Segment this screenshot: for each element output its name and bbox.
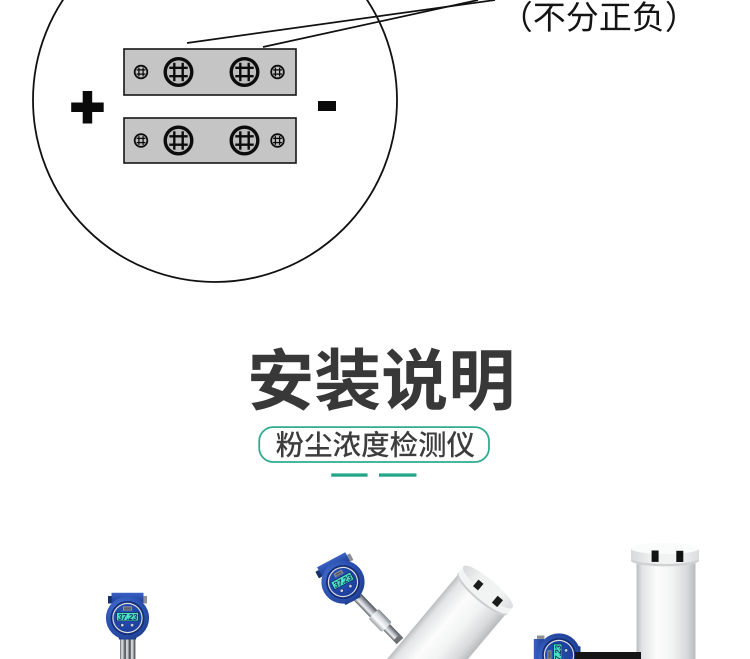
svg-text:37.23: 37.23: [118, 613, 138, 622]
svg-text:37.23: 37.23: [554, 645, 563, 659]
